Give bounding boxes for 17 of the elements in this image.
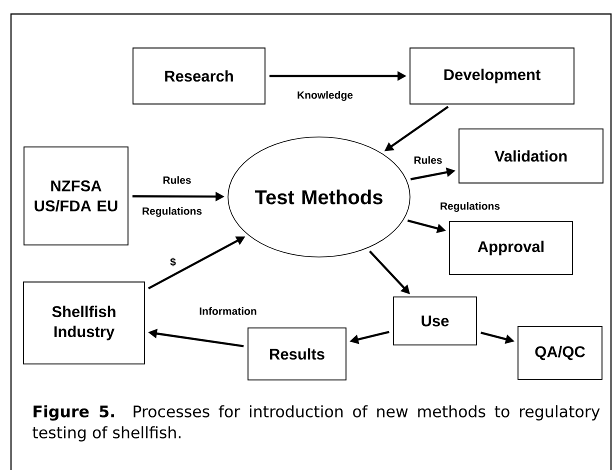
edge-label: Knowledge (298, 91, 353, 101)
caption: Figure 5. Processes for introduction of new methods to regulatory testing of shellfish. (32, 405, 600, 442)
process-box: Use (393, 296, 477, 346)
edge-label: Information (200, 307, 256, 315)
edge-label: Regulations (440, 202, 500, 212)
edge-label: $ (170, 258, 176, 266)
label: Regulations (142, 207, 202, 217)
process-box: Validation (458, 128, 604, 184)
edge-label: Rules (163, 176, 191, 184)
process-box: Results (248, 328, 346, 380)
process-box: Shellfish Industry (23, 282, 145, 364)
process-box: NZFSA US/FDA EU (24, 146, 128, 246)
process-box: Approval (449, 221, 573, 275)
process-box: Development (410, 48, 574, 104)
edge-label: Rules (414, 156, 442, 164)
process-box: Research (132, 48, 266, 104)
process-box: QA/QC (518, 326, 602, 380)
